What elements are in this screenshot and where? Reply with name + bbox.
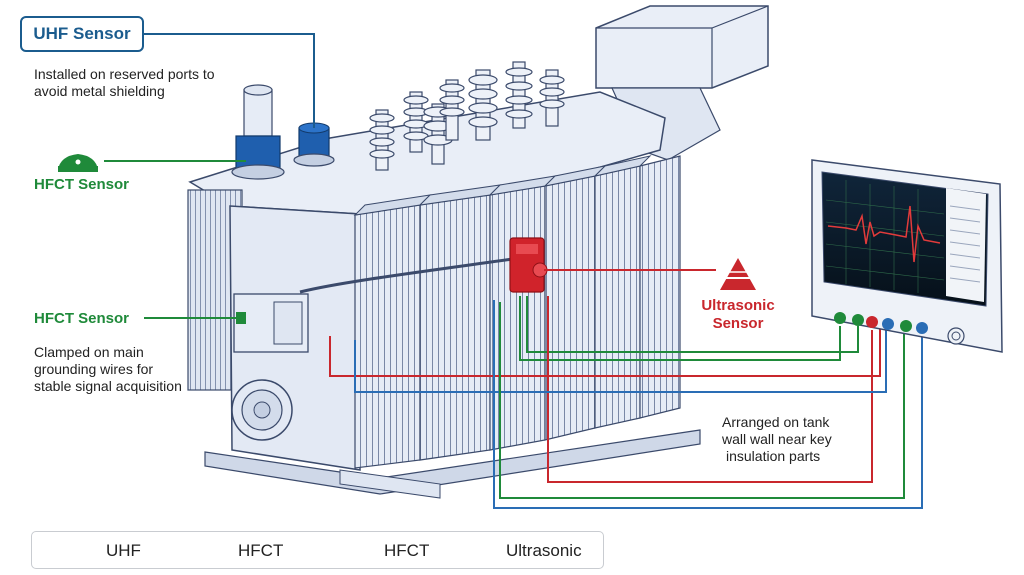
legend-label-hfct-b: HFCT (384, 541, 430, 560)
tank-note-line2: wall wall near key (722, 431, 832, 447)
uhf-sensor-left (231, 84, 285, 180)
tank-note-line1: Arranged on tank (722, 414, 830, 430)
bushings (369, 61, 565, 171)
hfct-note-line1: Clamped on main (34, 344, 144, 360)
uhf-sensor-right (293, 122, 335, 167)
legend-label-ultrasonic: Ultrasonic (506, 541, 582, 560)
monitor-device (811, 159, 1003, 353)
hfct-sensor-title-top: HFCT Sensor (34, 176, 130, 193)
uhf-note-line2: avoid metal shielding (34, 83, 165, 99)
legend-item-hfct-b: HFCT (378, 532, 429, 570)
signal-cables (329, 296, 923, 509)
hfct-note-line3: stable signal acquisition (34, 378, 182, 394)
legend-box: UHF HFCT HFCT Ultrasonic (31, 531, 604, 569)
ultrasonic-title-line2: Sensor (712, 315, 764, 332)
hfct-note-line2: grounding wires for (34, 361, 154, 377)
legend-item-hfct-a: HFCT (232, 532, 283, 570)
hfct-clamp-icon (58, 154, 98, 172)
hfct-sensor-title-mid: HFCT Sensor (34, 310, 130, 327)
legend-label-uhf: UHF (106, 541, 141, 560)
ultrasonic-sensor-title: Ultrasonic Sensor (688, 297, 788, 333)
tank-note-line3: insulation parts (726, 448, 821, 464)
ultrasonic-sensor (509, 237, 548, 293)
uhf-note-line1: Installed on reserved ports to (34, 66, 215, 82)
legend-label-hfct-a: HFCT (238, 541, 284, 560)
legend-item-ultrasonic: Ultrasonic (500, 532, 582, 570)
uhf-leader-line (144, 33, 315, 128)
ultrasonic-warning-icon (720, 258, 756, 290)
ultrasonic-title-line1: Ultrasonic (701, 297, 775, 314)
legend-item-uhf: UHF (100, 532, 141, 570)
uhf-sensor-title: UHF Sensor (20, 16, 144, 52)
hfct-sensor-marker (236, 312, 246, 324)
